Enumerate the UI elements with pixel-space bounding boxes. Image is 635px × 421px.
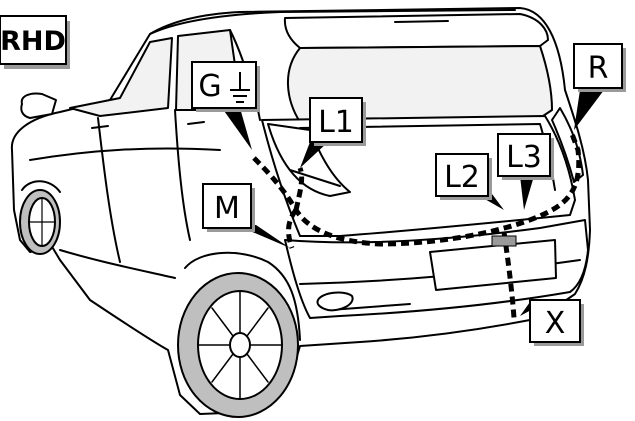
label-g-text: G <box>198 69 221 104</box>
wiring-harness <box>252 133 582 319</box>
rhd-badge: RHD <box>0 15 70 69</box>
front-wheel-arch <box>21 180 61 193</box>
harness-main-run <box>252 133 582 247</box>
side-mirror <box>20 92 57 119</box>
door-handle-rear <box>187 121 205 125</box>
label-m: M <box>202 183 290 248</box>
harness-x-branch <box>501 231 517 319</box>
door-line-rear <box>174 109 191 241</box>
brake-light <box>394 20 449 23</box>
label-g-ground: G <box>191 61 260 150</box>
rear-wheel-arch <box>184 251 301 341</box>
label-l1-text: L1 <box>318 105 354 140</box>
body-crease <box>29 147 221 161</box>
ground-symbol-icon <box>230 72 250 103</box>
exhaust-pipe <box>316 291 354 312</box>
label-m-text: M <box>214 191 240 226</box>
rear-wheel <box>177 272 299 418</box>
label-x: X <box>520 299 584 346</box>
harness-connector <box>491 235 517 247</box>
label-l3-text: L3 <box>506 140 542 175</box>
harness-m-branch <box>286 208 299 249</box>
side-window-front <box>69 37 173 117</box>
label-x-text: X <box>545 306 566 341</box>
label-l2: L2 <box>435 153 504 210</box>
sill-line <box>59 249 176 279</box>
tail-light-left-detail <box>289 169 341 187</box>
label-l2-text: L2 <box>444 160 480 195</box>
front-wheel <box>19 189 61 255</box>
tail-light-right <box>551 107 584 183</box>
rear-spoiler <box>283 13 549 49</box>
label-r: R <box>573 43 626 130</box>
harness-l1-branch <box>293 167 305 211</box>
roof-line <box>149 9 516 35</box>
car-illustration <box>10 7 591 418</box>
rhd-badge-text: RHD <box>0 26 66 57</box>
label-r-text: R <box>588 51 609 86</box>
label-l1: L1 <box>300 97 366 168</box>
door-line-front <box>97 117 121 263</box>
door-handle-front <box>91 125 109 129</box>
label-l3: L3 <box>497 133 554 210</box>
